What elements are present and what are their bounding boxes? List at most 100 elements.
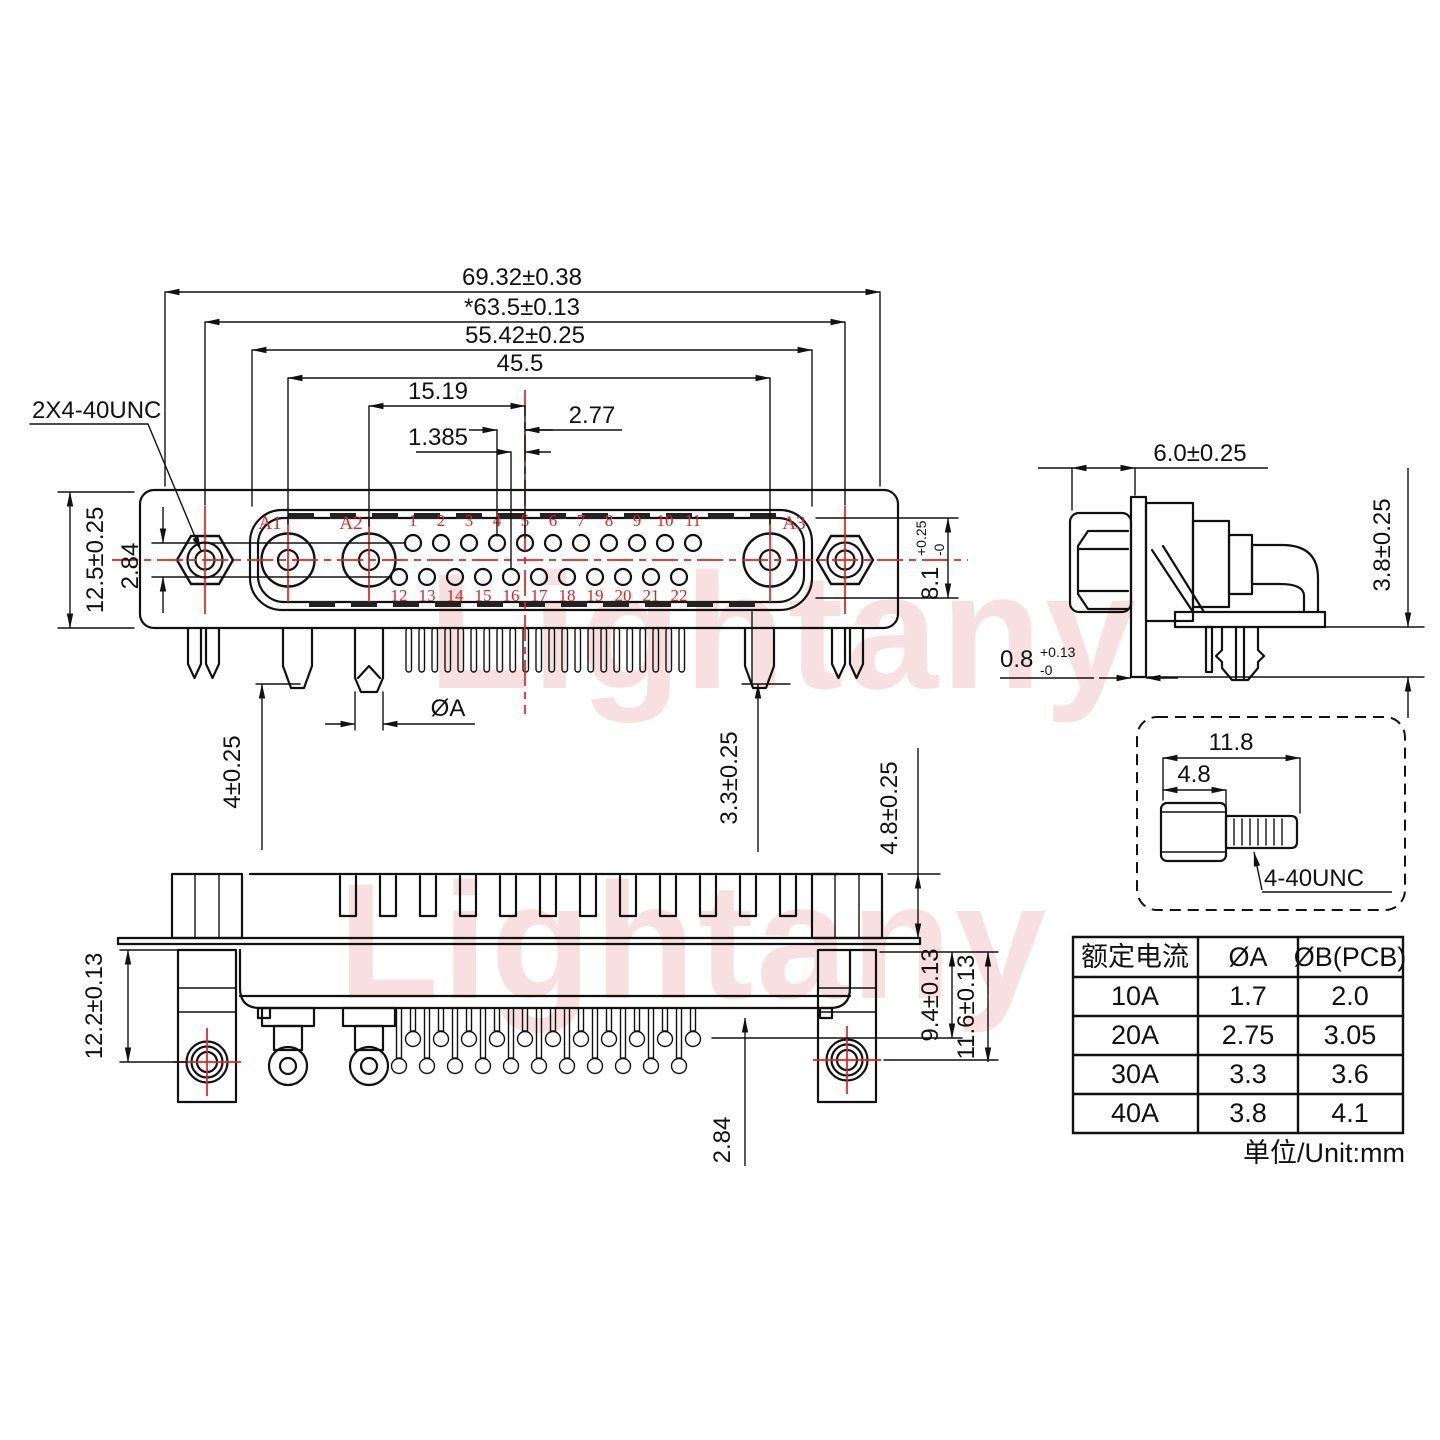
table-row: 30A 3.3 3.6 <box>1111 1059 1369 1089</box>
side-bracket <box>1150 543 1320 614</box>
dim-pin-diameter-label: ØA <box>431 695 466 722</box>
table-cell: 3.8 <box>1229 1098 1267 1128</box>
screw-detail: 11.8 4.8 4-40UNC <box>1136 716 1406 911</box>
table-grid <box>1071 935 1405 1135</box>
mount-thread-label: 2X4-40UNC <box>32 397 161 424</box>
dimension-lines-bottom <box>124 748 992 1166</box>
pin-number-label: 15 <box>475 586 492 605</box>
pin-number-label: 2 <box>437 511 446 530</box>
dim-depth-label: 6.0±0.25 <box>1153 440 1246 467</box>
screw-detail-box <box>1136 716 1406 911</box>
table-cell: 10A <box>1111 981 1159 1011</box>
table-cell: 3.6 <box>1331 1059 1369 1089</box>
watermark-bottom: Lightany <box>338 849 1049 1033</box>
pin-number-label: 8 <box>605 511 614 530</box>
dim-plate-tol-minus: -0 <box>1040 662 1053 678</box>
dimension-lines-front <box>66 288 952 852</box>
dim-flange-height-label: 12.5±0.25 <box>82 507 109 614</box>
pin-number-label: 6 <box>549 511 558 530</box>
front-view: 1 2 3 4 5 6 7 8 9 10 11 12 13 14 15 16 1… <box>29 264 968 852</box>
table-cell: 30A <box>1111 1059 1159 1089</box>
extension-lines-bottom <box>119 873 999 1063</box>
dim-leg-left-label: 4±0.25 <box>219 735 246 808</box>
extension-lines-front <box>29 291 959 731</box>
pin-number-label: 7 <box>577 511 586 530</box>
crosshairs-front <box>204 506 846 614</box>
extension-lines-side <box>1071 467 1425 678</box>
flange-outline <box>138 488 900 630</box>
table-cell: 2.75 <box>1222 1020 1275 1050</box>
dim-screw-total-label: 11.8 <box>1209 729 1254 756</box>
shell-serrations-bottom <box>309 601 755 607</box>
dim-a2-center-label: 15.19 <box>408 378 468 405</box>
coax-label-a1: A1 <box>258 513 281 534</box>
shell-serrations-top <box>288 513 776 519</box>
pin-number-label: 16 <box>503 586 520 605</box>
side-boardlock <box>1214 625 1266 682</box>
dim-face-height-tol-plus: +0.25 <box>913 520 929 556</box>
pin-number-label: 20 <box>615 586 632 605</box>
pin-number-labels-top: 1 2 3 4 5 6 7 8 9 10 11 <box>409 511 701 530</box>
table-cell: 1.7 <box>1229 981 1267 1011</box>
unit-note: 单位/Unit:mm <box>1243 1138 1405 1168</box>
table-header-dia-a: ØA <box>1228 942 1267 972</box>
pin-number-label: 17 <box>531 586 549 605</box>
dim-pin-row-b-label: 11.6±0.13 <box>953 955 980 1060</box>
watermark-front: Lightany <box>428 539 1139 723</box>
side-body-step3 <box>1227 533 1254 596</box>
pin-number-label: 14 <box>447 586 465 605</box>
thumbscrew-drawing <box>1159 801 1299 863</box>
side-bracket-foot <box>1173 610 1327 629</box>
dim-plate-tol-plus: +0.13 <box>1040 644 1076 660</box>
table-cell: 20A <box>1111 1020 1159 1050</box>
table-cell: 40A <box>1111 1098 1159 1128</box>
dim-screw-head-label: 4.8 <box>1177 761 1210 788</box>
dimension-lines-side <box>1000 464 1412 718</box>
dim-mount-spacing-label: *63.5±0.13 <box>464 294 580 321</box>
dim-leg-right-label: 3.3±0.25 <box>716 731 743 824</box>
table-row: 40A 3.8 4.1 <box>1111 1098 1369 1128</box>
side-view: 6.0±0.25 3.8±0.25 0.8 +0.13 -0 <box>1000 440 1425 718</box>
dim-height-label: 3.8±0.25 <box>1369 498 1396 591</box>
coax-leg-bottom-a1 <box>260 1006 316 1087</box>
table-cell: 2.0 <box>1331 981 1369 1011</box>
pin-number-label: 9 <box>633 511 642 530</box>
table-cell: 3.3 <box>1229 1059 1267 1089</box>
table-row: 10A 1.7 2.0 <box>1111 981 1369 1011</box>
coax-leg-a2 <box>353 626 385 694</box>
dimension-lines-screw <box>1162 754 1392 893</box>
mount-plate-lines <box>116 936 922 946</box>
table-cell: 4.1 <box>1331 1098 1369 1128</box>
pin-tails <box>405 627 686 673</box>
pin-number-label: 3 <box>465 511 474 530</box>
screw-thread-label: 4-40UNC <box>1264 865 1364 892</box>
dim-row-offset-label: 2.84 <box>709 1117 736 1164</box>
pin-number-labels-bottom: 12 13 14 15 16 17 18 19 20 21 22 <box>391 586 688 605</box>
dim-total-width-label: 69.32±0.38 <box>462 264 582 291</box>
rating-table: 额定电流 ØA ØB(PCB) 10A 1.7 2.0 20A 2.75 3.0… <box>1071 935 1406 1168</box>
boardlock-left <box>281 626 314 690</box>
coax-label-a2: A2 <box>339 513 362 534</box>
coax-leg-bottom-a2 <box>341 1006 397 1087</box>
dim-bottom-height-label: 12.2±0.13 <box>81 953 108 1060</box>
pin-number-label: 22 <box>671 586 688 605</box>
dim-plate-value: 0.8 <box>1000 646 1033 673</box>
dim-coax-span-label: 45.5 <box>497 350 544 377</box>
pin-number-label: 18 <box>559 586 576 605</box>
pin-number-label: 19 <box>587 586 604 605</box>
pin-number-label: 11 <box>685 511 701 530</box>
dim-face-height-tol-minus: -0 <box>931 543 947 556</box>
pin-number-label: 10 <box>657 511 674 530</box>
coax-label-a3: A3 <box>782 513 805 534</box>
body-tab-right <box>818 1006 834 1020</box>
side-hex-profile <box>1076 529 1130 611</box>
side-pin-tail <box>1204 625 1214 674</box>
hex-nut-left <box>170 872 244 940</box>
hex-pegs-right <box>830 626 865 680</box>
table-header-current: 额定电流 <box>1081 942 1189 972</box>
pin-number-label: 21 <box>643 586 660 605</box>
dim-shell-width-label: 55.42±0.25 <box>465 322 585 349</box>
hex-pegs-left <box>186 626 221 680</box>
